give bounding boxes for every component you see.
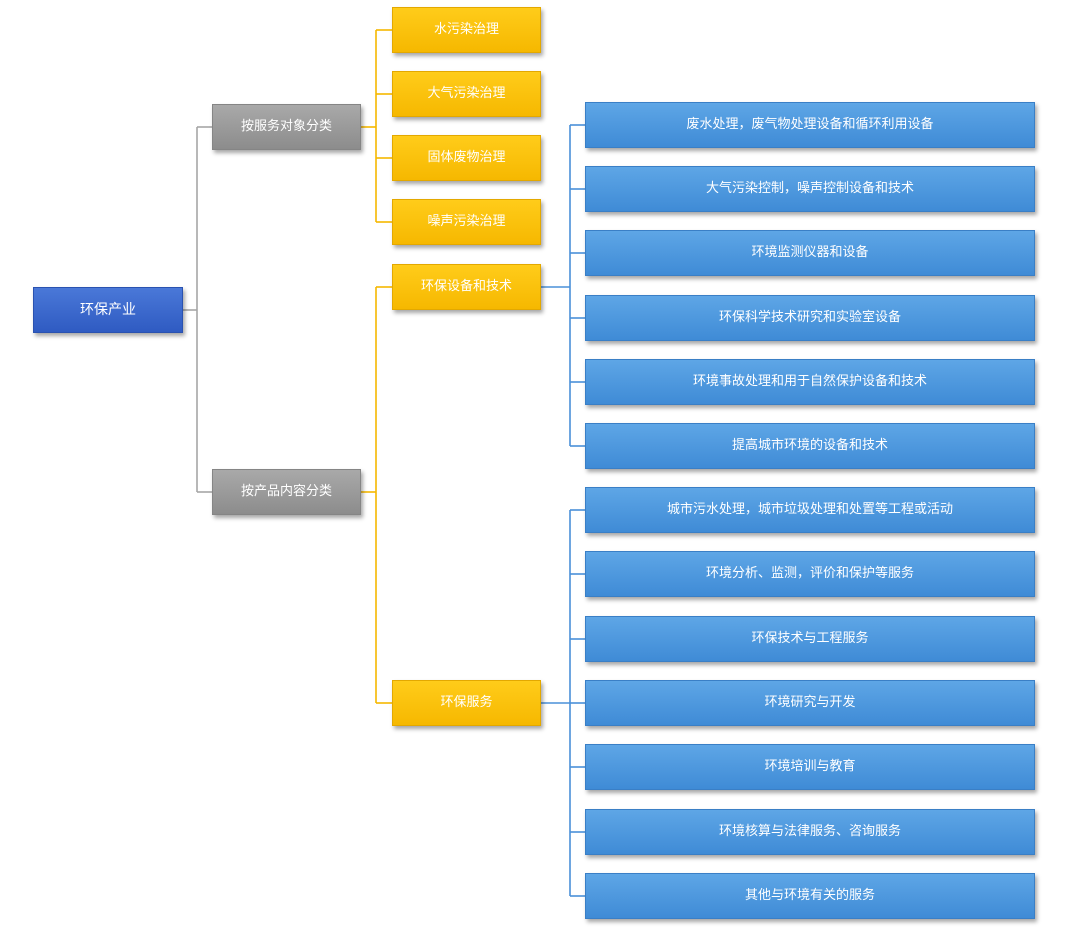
service-item: 环保技术与工程服务 [585, 616, 1035, 662]
equipment-item: 大气污染控制，噪声控制设备和技术 [585, 166, 1035, 212]
node-label: 环境分析、监测，评价和保护等服务 [705, 566, 914, 582]
root-connectors [183, 126, 212, 493]
service-object-node: 固体废物治理 [392, 135, 541, 181]
service-item: 其他与环境有关的服务 [585, 873, 1035, 919]
service-object-node: 水污染治理 [392, 7, 541, 53]
level2-connectors [541, 124, 585, 897]
node-label: 环境监测仪器和设备 [751, 245, 869, 261]
equipment-item: 环境事故处理和用于自然保护设备和技术 [585, 359, 1035, 405]
node-label: 环保科学技术研究和实验室设备 [718, 310, 901, 326]
category-label: 按服务对象分类 [240, 119, 332, 135]
node-label: 水污染治理 [433, 22, 499, 38]
root-node: 环保产业 [33, 287, 183, 333]
node-label: 提高城市环境的设备和技术 [731, 438, 888, 454]
node-label: 环保设备和技术 [420, 279, 512, 295]
service-object-node: 噪声污染治理 [392, 199, 541, 245]
node-label: 环境研究与开发 [764, 695, 856, 711]
node-label: 环境事故处理和用于自然保护设备和技术 [692, 374, 927, 390]
category-label: 按产品内容分类 [240, 484, 332, 500]
service-item: 环境核算与法律服务、咨询服务 [585, 809, 1035, 855]
node-label: 废水处理，废气物处理设备和循环利用设备 [686, 117, 934, 133]
equipment-item: 提高城市环境的设备和技术 [585, 423, 1035, 469]
equipment-item: 废水处理，废气物处理设备和循环利用设备 [585, 102, 1035, 148]
node-label: 噪声污染治理 [427, 214, 506, 230]
node-label: 环境培训与教育 [764, 759, 856, 775]
node-label: 大气污染控制，噪声控制设备和技术 [705, 181, 914, 197]
service-item: 环境研究与开发 [585, 680, 1035, 726]
category-by-product-content: 按产品内容分类 [212, 469, 361, 515]
product-group-services: 环保服务 [392, 680, 541, 726]
node-label: 固体废物治理 [427, 150, 506, 166]
root-label: 环保产业 [80, 301, 136, 318]
node-label: 环保技术与工程服务 [751, 631, 869, 647]
product-group-equipment: 环保设备和技术 [392, 264, 541, 310]
equipment-item: 环保科学技术研究和实验室设备 [585, 295, 1035, 341]
node-label: 城市污水处理，城市垃圾处理和处置等工程或活动 [666, 502, 953, 518]
category-by-service-object: 按服务对象分类 [212, 104, 361, 150]
service-object-node: 大气污染治理 [392, 71, 541, 117]
service-item: 环境培训与教育 [585, 744, 1035, 790]
service-item: 城市污水处理，城市垃圾处理和处置等工程或活动 [585, 487, 1035, 533]
node-label: 其他与环境有关的服务 [744, 888, 875, 904]
node-label: 环境核算与法律服务、咨询服务 [718, 824, 901, 840]
node-label: 大气污染治理 [427, 86, 506, 102]
equipment-item: 环境监测仪器和设备 [585, 230, 1035, 276]
service-item: 环境分析、监测，评价和保护等服务 [585, 551, 1035, 597]
node-label: 环保服务 [440, 695, 493, 711]
level1-connectors [361, 29, 392, 704]
